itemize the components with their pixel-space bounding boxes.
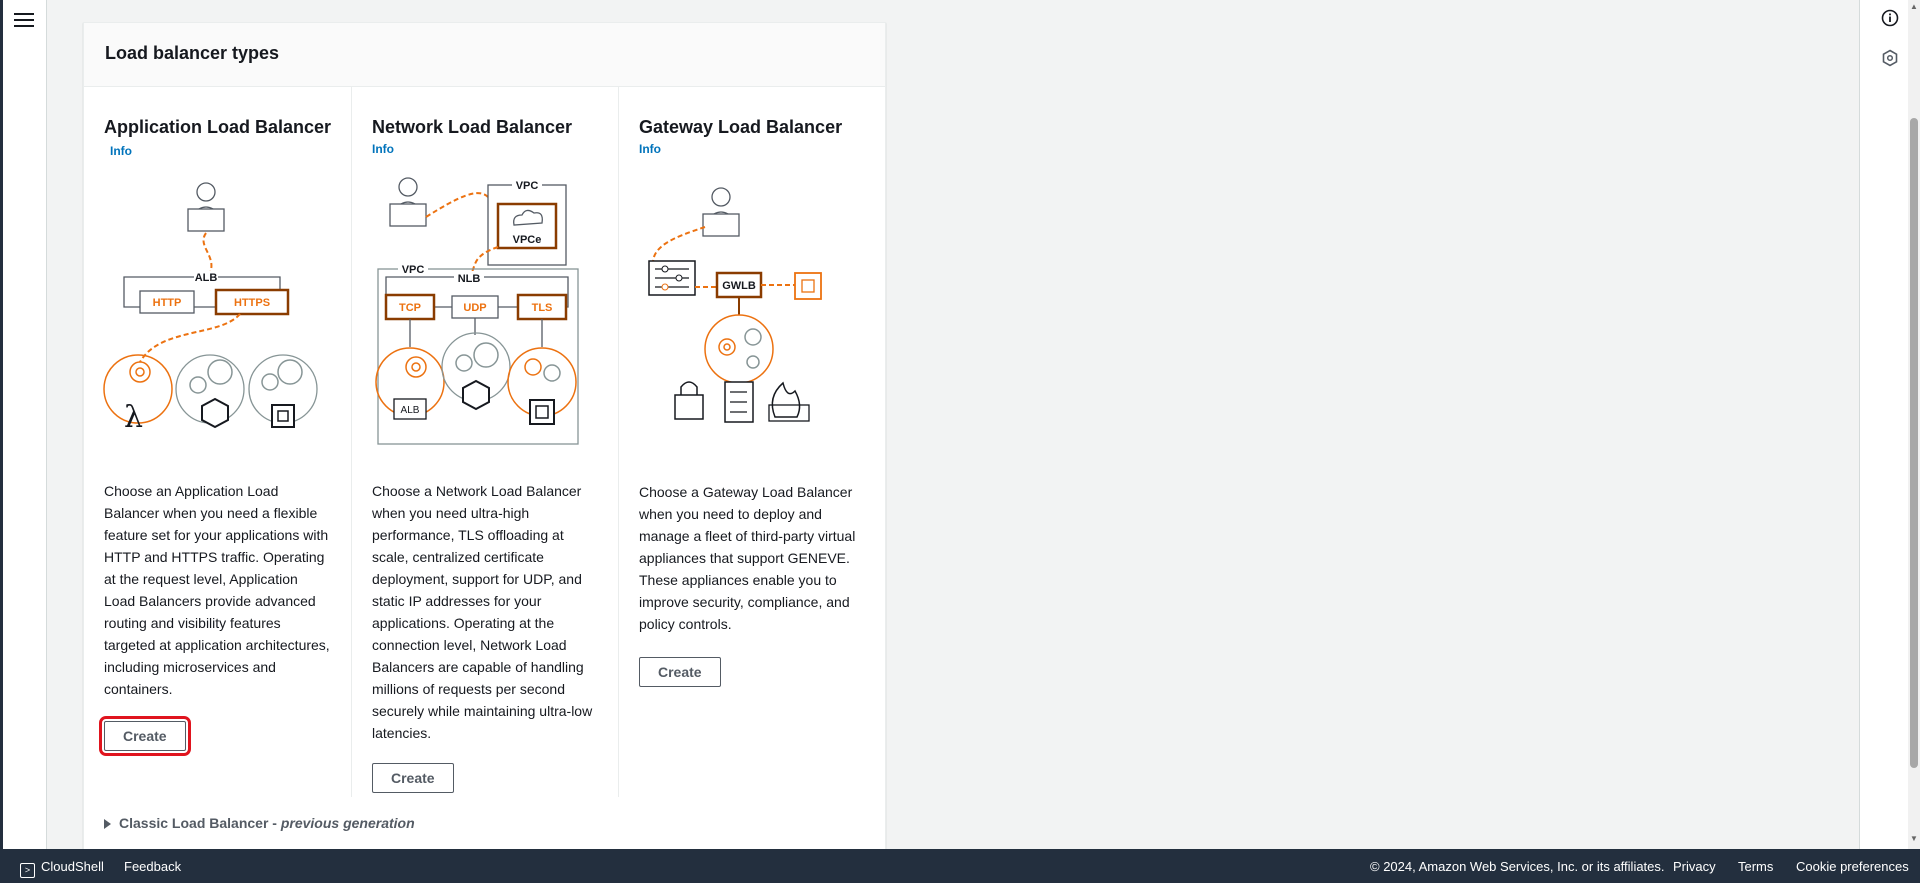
left-navigation-rail bbox=[0, 0, 47, 849]
lambda-icon: λ bbox=[124, 400, 143, 435]
nlb-illustration: VPC VPCe VPC NLB TCP UDP TLS ALB bbox=[375, 177, 579, 445]
window-edge bbox=[0, 0, 3, 849]
scroll-up-arrow[interactable]: ▲ bbox=[1910, 2, 1918, 11]
scroll-thumb[interactable] bbox=[1910, 118, 1918, 768]
panel-header: Load balancer types bbox=[84, 23, 885, 87]
console-footer: >CloudShell Feedback © 2024, Amazon Web … bbox=[0, 849, 1920, 883]
scroll-down-arrow[interactable]: ▼ bbox=[1910, 834, 1918, 843]
info-circle-icon[interactable] bbox=[1880, 8, 1900, 28]
chip-icon bbox=[529, 399, 555, 425]
vpc-top-label: VPC bbox=[516, 180, 539, 192]
lock-icon bbox=[674, 394, 704, 420]
vpc-label: VPC bbox=[402, 264, 425, 276]
copyright-text: © 2024, Amazon Web Services, Inc. or its… bbox=[1370, 859, 1665, 874]
chip-icon bbox=[794, 272, 822, 300]
right-tools-rail: ▲ ▼ bbox=[1859, 0, 1920, 849]
nlb-info-link[interactable]: Info bbox=[372, 142, 394, 156]
alb-info-link[interactable]: Info bbox=[110, 144, 132, 158]
firewall-icon bbox=[771, 381, 801, 418]
tls-label: TLS bbox=[532, 302, 553, 314]
user-laptop-icon bbox=[389, 177, 427, 227]
cloud-icon bbox=[513, 209, 543, 226]
caret-right-icon bbox=[104, 819, 111, 830]
vpce-label: VPCe bbox=[513, 234, 542, 246]
classic-load-balancer-expander[interactable]: Classic Load Balancer - previous generat… bbox=[104, 815, 415, 831]
nlb-title: Network Load Balancer Info bbox=[372, 116, 602, 156]
terminal-icon: > bbox=[20, 863, 35, 878]
load-balancer-types-panel: Load balancer types Application Load Bal… bbox=[83, 22, 886, 851]
nlb-create-button[interactable]: Create bbox=[372, 763, 454, 793]
nlb-card: Network Load Balancer Info VPC VPCe VPC … bbox=[351, 87, 618, 797]
gwlb-label: GWLB bbox=[722, 280, 756, 292]
alb-box-label: ALB bbox=[401, 405, 420, 416]
alb-illustration: ALB HTTP HTTPS λ bbox=[103, 182, 318, 435]
terms-link[interactable]: Terms bbox=[1738, 859, 1774, 874]
scrollbar[interactable]: ▲ ▼ bbox=[1908, 0, 1920, 849]
alb-label: ALB bbox=[195, 272, 218, 284]
nlb-label: NLB bbox=[458, 273, 481, 285]
alb-title: Application Load Balancer Info bbox=[104, 117, 332, 158]
feedback-link[interactable]: Feedback bbox=[124, 859, 182, 874]
udp-label: UDP bbox=[463, 302, 486, 314]
hamburger-icon[interactable] bbox=[14, 10, 34, 27]
gwlb-title: Gateway Load Balancer Info bbox=[639, 116, 869, 156]
gwlb-card: Gateway Load Balancer Info GWLB bbox=[618, 87, 885, 797]
user-laptop-icon bbox=[702, 187, 740, 237]
https-label: HTTPS bbox=[234, 297, 270, 309]
container-icon bbox=[462, 379, 490, 411]
hexagon-icon[interactable] bbox=[1880, 48, 1900, 68]
alb-description: Choose an Application Load Balancer when… bbox=[104, 483, 330, 697]
gwlb-create-button[interactable]: Create bbox=[639, 657, 721, 687]
alb-create-button[interactable]: Create bbox=[99, 716, 191, 756]
user-laptop-icon bbox=[187, 182, 225, 232]
container-icon bbox=[201, 397, 229, 429]
nlb-description: Choose a Network Load Balancer when you … bbox=[372, 483, 593, 741]
panel-title: Load balancer types bbox=[105, 43, 280, 63]
cookie-preferences-link[interactable]: Cookie preferences bbox=[1796, 859, 1909, 874]
alb-card: Application Load Balancer Info ALB HTTP … bbox=[84, 87, 350, 797]
http-label: HTTP bbox=[153, 297, 182, 309]
cloudshell-button[interactable]: >CloudShell bbox=[20, 859, 104, 878]
chip-icon bbox=[271, 404, 295, 428]
gwlb-description: Choose a Gateway Load Balancer when you … bbox=[639, 484, 856, 632]
gwlb-info-link[interactable]: Info bbox=[639, 142, 661, 156]
tcp-label: TCP bbox=[399, 302, 421, 314]
privacy-link[interactable]: Privacy bbox=[1673, 859, 1716, 874]
gwlb-illustration: GWLB bbox=[648, 187, 822, 423]
